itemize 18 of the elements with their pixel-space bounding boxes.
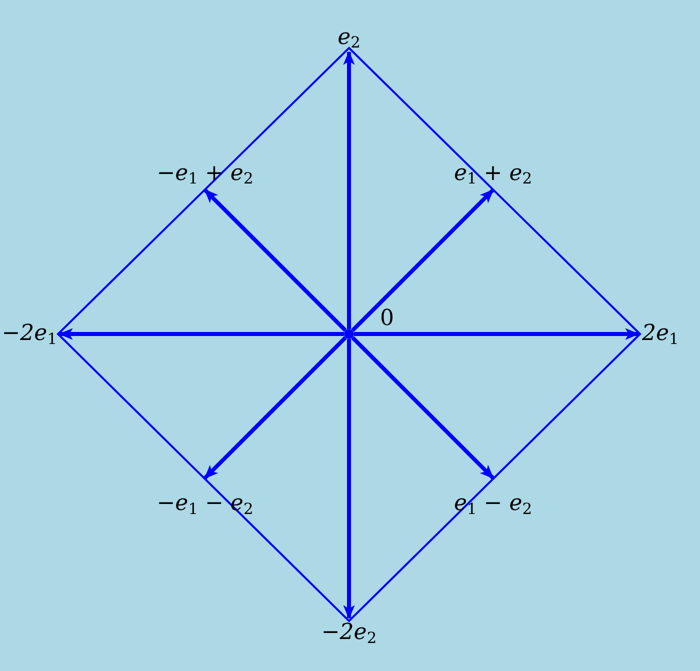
arrow [204,188,347,332]
vector-label: −e$_{1}$ + e$_{2}$ [156,162,254,186]
arrow [58,328,344,340]
point-label: 0 [380,308,394,330]
arrow [354,328,640,340]
vector-label: −2e$_{2}$ [321,621,377,646]
vector-label: −2e$_{1}$ [2,322,57,346]
arrow [343,339,355,620]
vector-label: e$_{1}$ + e$_{2}$ [454,162,532,186]
arrow [351,336,494,480]
arrow [351,188,494,332]
vector-label: 2e$_{1}$ [642,322,679,346]
vector-label: −e$_{1}$ − e$_{2}$ [156,492,254,516]
arrow [204,336,347,480]
origin-point [344,329,354,339]
arrow [343,50,355,329]
vector-label: e$_{1}$ − e$_{2}$ [454,492,532,516]
vector-label: e$_{2}$ [338,26,360,50]
